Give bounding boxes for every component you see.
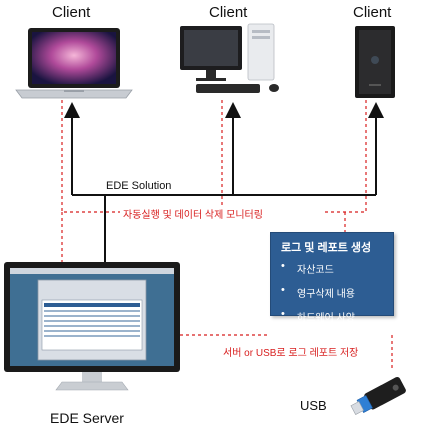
network-label: EDE Solution	[104, 180, 174, 192]
monitor-left	[61, 100, 208, 213]
monitor-right	[322, 100, 367, 213]
laptop-icon	[15, 28, 133, 99]
client-label-tower: Client	[353, 4, 392, 21]
monitoring-links	[61, 100, 393, 370]
client-label-laptop: Client	[52, 4, 91, 21]
report-item-erase-content: 영구삭제 내용	[281, 284, 393, 300]
usb-drive-icon	[350, 376, 406, 415]
report-item-hw-spec: 하드웨어 사양	[281, 308, 393, 324]
desktop-pc-icon	[180, 23, 279, 93]
monitoring-label: 자동실행 및 데이터 삭제 모니터링	[120, 206, 266, 221]
usb-label: USB	[300, 398, 327, 413]
report-item-asset-code: 자산코드	[281, 260, 393, 276]
server-monitor-icon	[4, 262, 180, 391]
report-title: 로그 및 레포트 생성	[281, 242, 372, 254]
client-label-desktop: Client	[209, 4, 248, 21]
storage-label: 서버 or USB로 로그 레포트 저장	[220, 344, 362, 359]
ede-solution-links	[64, 102, 384, 262]
server-label: EDE Server	[50, 410, 124, 426]
report-list: 자산코드 영구삭제 내용 하드웨어 사양	[271, 260, 393, 324]
report-box: 로그 및 레포트 생성 자산코드 영구삭제 내용 하드웨어 사양	[270, 232, 394, 324]
tower-pc-icon	[355, 26, 395, 98]
